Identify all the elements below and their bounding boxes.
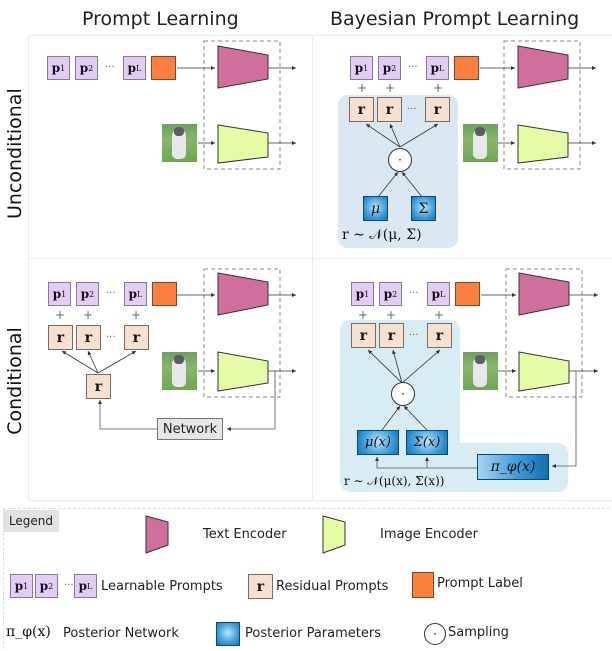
legend-box <box>3 508 610 649</box>
residual-ellipsis: ··· <box>409 330 419 341</box>
formula-unconditional: r ∼ 𝒩(μ, Σ) <box>342 227 422 243</box>
prompt-ellipsis: ··· <box>106 288 116 299</box>
image-encoder-icon <box>517 124 569 164</box>
column-title-prompt-learning: Prompt Learning <box>82 8 239 30</box>
legend-posterior-parameters-label: Posterior Parameters <box>245 626 381 641</box>
prompt-ellipsis: ··· <box>409 288 419 299</box>
posterior-network-box: π_φ(x) <box>477 454 549 480</box>
grid-line-top <box>28 35 612 36</box>
dog-image <box>162 124 197 162</box>
legend-prompt-label-text: Prompt Label <box>437 576 523 591</box>
residual-prompt: r <box>351 323 376 348</box>
prompt-ellipsis: ··· <box>408 62 418 73</box>
legend-title: Legend <box>3 510 59 532</box>
dog-image <box>463 352 498 390</box>
dog-image <box>463 124 498 162</box>
sampling-icon: · <box>388 148 412 172</box>
formula-conditional: r ∼ 𝒩(μ(x), Σ(x)) <box>344 474 445 488</box>
legend-sampling-icon: · <box>424 623 446 645</box>
residual-prompt: r <box>48 325 73 350</box>
image-encoder-icon <box>217 351 269 392</box>
legend-posterior-parameters-swatch <box>216 622 240 646</box>
text-encoder-icon <box>217 272 269 316</box>
legend-text-encoder-icon <box>145 515 169 554</box>
legend-image-encoder-label: Image Encoder <box>380 527 478 542</box>
legend-prompt-label-swatch <box>412 572 434 598</box>
residual-prompt: r <box>76 325 101 350</box>
legend-image-encoder-icon <box>322 515 346 554</box>
legend-residual-prompt: r <box>248 574 273 599</box>
plus-sign: + <box>385 81 396 95</box>
prompt-label <box>151 56 176 80</box>
prompt-label <box>152 282 177 306</box>
grid-line-left <box>28 35 29 500</box>
plus-sign: + <box>386 308 397 322</box>
prompt-ellipsis: ··· <box>105 62 115 73</box>
residual-prompt-generated: r <box>86 374 111 399</box>
legend-posterior-network-label: Posterior Network <box>63 626 179 641</box>
legend-sampling-label: Sampling <box>448 625 509 640</box>
posterior-sigma-x: Σ(x) <box>406 430 448 455</box>
posterior-sigma: Σ <box>411 196 436 221</box>
sampling-icon: · <box>391 382 415 406</box>
text-encoder-icon <box>517 45 569 89</box>
plus-sign: + <box>433 81 444 95</box>
image-encoder-icon <box>518 351 570 392</box>
plus-sign: + <box>55 308 66 322</box>
residual-ellipsis: ··· <box>407 104 417 115</box>
legend-residual-prompts-label: Residual Prompts <box>276 579 389 594</box>
grid-line-bottom <box>28 500 612 501</box>
residual-prompt: r <box>124 325 149 350</box>
plus-sign: + <box>357 81 368 95</box>
residual-prompt: r <box>379 323 404 348</box>
image-encoder-icon <box>217 124 269 164</box>
encoder-group-box <box>203 40 281 170</box>
grid-line-center <box>312 35 313 500</box>
plus-sign: + <box>358 308 369 322</box>
posterior-mu: μ <box>363 196 388 221</box>
legend-learnable-prompts-label: Learnable Prompts <box>101 579 223 594</box>
residual-prompt: r <box>425 97 450 122</box>
legend-text-encoder-label: Text Encoder <box>203 527 287 542</box>
text-encoder-icon <box>518 272 570 316</box>
text-encoder-icon <box>217 45 269 89</box>
prompt-label <box>455 282 480 306</box>
grid-line-middle <box>28 258 612 259</box>
network-box: Network <box>157 418 223 440</box>
residual-prompt: r <box>377 97 402 122</box>
residual-prompt: r <box>349 97 374 122</box>
posterior-mu-x: μ(x) <box>357 430 399 455</box>
residual-prompt: r <box>427 323 452 348</box>
prompt-label <box>454 56 479 80</box>
plus-sign: + <box>434 308 445 322</box>
legend-prompt-ellipsis: ··· <box>64 580 74 591</box>
legend-posterior-network-symbol: π_φ(x) <box>6 624 51 640</box>
column-title-bayesian-prompt-learning: Bayesian Prompt Learning <box>330 8 580 30</box>
residual-ellipsis: ··· <box>106 332 116 343</box>
plus-sign: + <box>131 308 142 322</box>
dog-image <box>162 352 197 390</box>
plus-sign: + <box>83 308 94 322</box>
